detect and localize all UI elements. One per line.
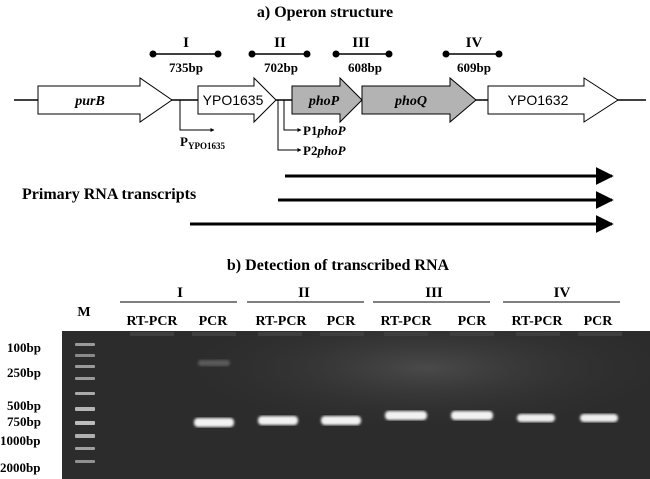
region-numeral: I <box>183 35 189 51</box>
region-marker-II: II 702bp <box>248 35 311 75</box>
group-numeral: III <box>425 285 443 301</box>
panel-a-title: a) Operon structure <box>257 4 393 21</box>
group-header-II: II <box>247 285 364 303</box>
band-II-PCR <box>321 416 361 425</box>
gene-phoQ: phoQ <box>361 76 477 124</box>
region-size: 702bp <box>264 60 298 75</box>
region-marker-IV: IV 609bp <box>442 35 503 75</box>
ladder-label: 250bp <box>7 365 41 380</box>
lane-label: RT-PCR <box>126 314 178 329</box>
promoter-PYPO1635: PYPO1635 <box>179 100 225 151</box>
gene-label: YPO1635 <box>203 92 264 108</box>
svg-text:PYPO1635: PYPO1635 <box>180 134 225 151</box>
region-size: 609bp <box>457 60 491 75</box>
region-numeral: III <box>352 35 370 51</box>
group-numeral: IV <box>554 285 571 301</box>
ladder-label: 100bp <box>7 340 41 355</box>
promoter-prefix: P <box>180 134 188 149</box>
gene-label: phoQ <box>394 94 427 109</box>
lane-label: RT-PCR <box>255 314 307 329</box>
group-numeral: I <box>177 285 183 301</box>
group-header-IV: IV <box>503 285 620 303</box>
gene-label: YPO1632 <box>508 92 569 108</box>
gene-label: purB <box>74 94 105 109</box>
band-I-PCR <box>194 418 234 427</box>
promoter-P2phoP: P2phoP <box>277 100 347 158</box>
ladder-label: 1000bp <box>0 433 40 448</box>
band-III-RT-PCR <box>385 411 427 420</box>
region-numeral: IV <box>466 35 483 51</box>
region-marker-I: I 735bp <box>149 35 222 75</box>
gene-label: phoP <box>308 94 340 109</box>
lane-label: RT-PCR <box>511 314 563 329</box>
group-header-III: III <box>373 285 490 303</box>
svg-text:P1phoP: P1phoP <box>303 123 347 138</box>
group-numeral: II <box>298 285 310 301</box>
panel-b-title: b) Detection of transcribed RNA <box>227 257 450 274</box>
gene-YPO1635: YPO1635 <box>197 76 277 124</box>
marker-lane-label: M <box>77 305 90 320</box>
region-size: 735bp <box>169 60 203 75</box>
transcripts-label: Primary RNA transcripts <box>22 186 196 203</box>
promoter-subscript: YPO1635 <box>188 141 225 151</box>
ladder-bands <box>75 343 95 463</box>
promoter-P1phoP: P1phoP <box>283 100 347 138</box>
group-header-I: I <box>120 285 237 303</box>
promoter-prefix: P1 <box>303 123 317 138</box>
lane-label: RT-PCR <box>380 314 432 329</box>
lane-label: PCR <box>199 314 229 329</box>
sample-bands <box>194 411 618 427</box>
band-IV-PCR <box>580 414 618 422</box>
promoter-prefix: P2 <box>303 143 317 158</box>
ladder-label: 750bp <box>7 414 41 429</box>
region-marker-III: III 608bp <box>332 35 393 75</box>
band-III-PCR <box>451 411 493 420</box>
ladder-label: 2000bp <box>0 460 40 475</box>
promoter-gene: phoP <box>316 123 346 138</box>
gene-purB: purB <box>37 77 173 123</box>
band-II-RT-PCR <box>258 416 298 425</box>
gel-image <box>62 331 650 479</box>
lane-label: PCR <box>327 314 357 329</box>
ladder-label: 500bp <box>7 398 41 413</box>
promoter-gene: phoP <box>316 143 346 158</box>
gene-phoP: phoP <box>291 76 363 124</box>
region-size: 608bp <box>348 60 382 75</box>
band-IV-RT-PCR <box>517 414 555 422</box>
gene-YPO1632: YPO1632 <box>487 77 619 123</box>
lane-label: PCR <box>458 314 488 329</box>
region-numeral: II <box>274 35 286 51</box>
lane-label: PCR <box>584 314 614 329</box>
svg-text:P2phoP: P2phoP <box>303 143 347 158</box>
